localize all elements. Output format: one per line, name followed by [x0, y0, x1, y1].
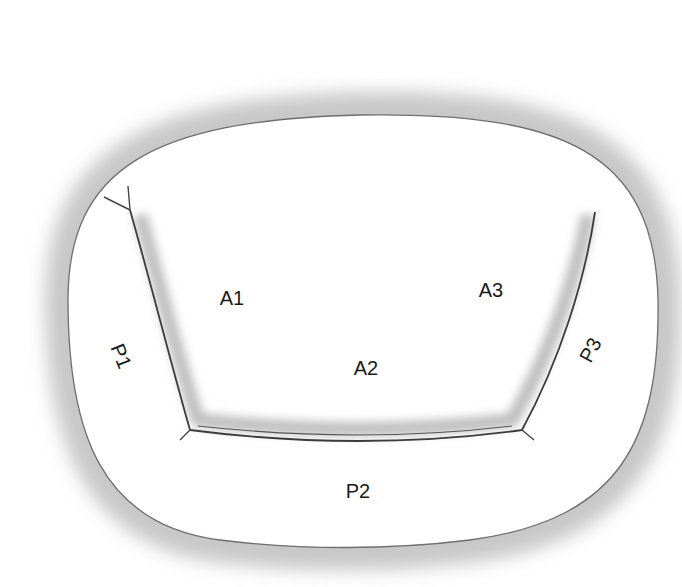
- coaptation-shading: [140, 215, 588, 429]
- leaflet-label: A3: [479, 280, 503, 300]
- coaptation-line: [130, 210, 595, 441]
- leaflet-label: A1: [220, 288, 244, 308]
- annulus-fill: [68, 115, 658, 548]
- outer-shading: [68, 115, 658, 548]
- annulus-outline: [68, 115, 658, 548]
- leaflet-label: P2: [346, 481, 370, 501]
- leaflet-label: A2: [354, 358, 378, 378]
- commissure-branch: [104, 186, 534, 440]
- coaptation-line-inner: [198, 426, 512, 435]
